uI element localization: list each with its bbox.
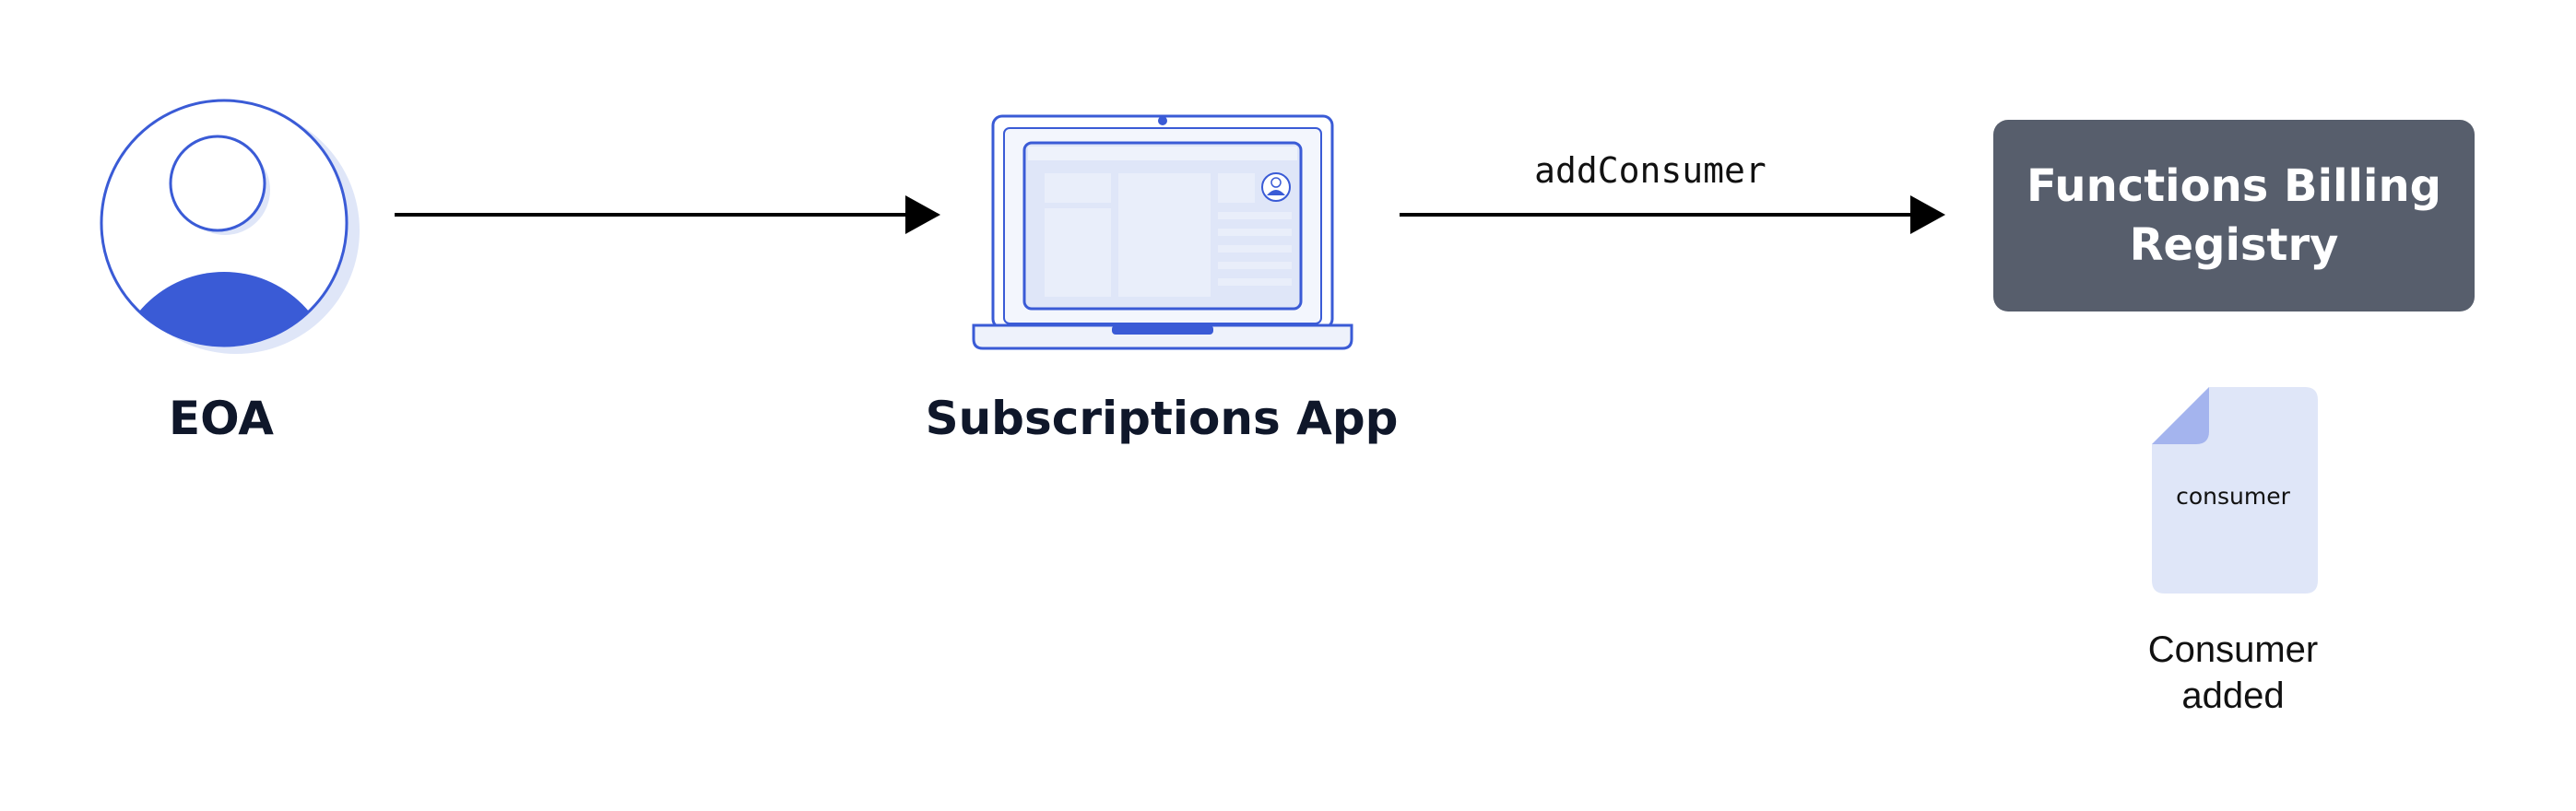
arrow-app-to-registry [1400, 195, 1945, 234]
add-consumer-edge-label: addConsumer [1534, 150, 1767, 191]
document-label: consumer [2176, 483, 2290, 510]
consumer-added-status: Consumer added [2147, 629, 2319, 716]
functions-billing-registry-node: Functions Billing Registry [1993, 120, 2475, 311]
registry-title: Functions Billing Registry [2027, 160, 2441, 271]
arrow-eoa-to-app [395, 195, 940, 234]
laptop-icon [972, 114, 1353, 350]
eoa-label: EOA [168, 392, 274, 445]
user-avatar-icon [100, 99, 360, 354]
document-icon [2152, 387, 2318, 594]
mini-avatar-icon [1261, 172, 1291, 202]
subscriptions-app-label: Subscriptions App [925, 392, 1399, 445]
